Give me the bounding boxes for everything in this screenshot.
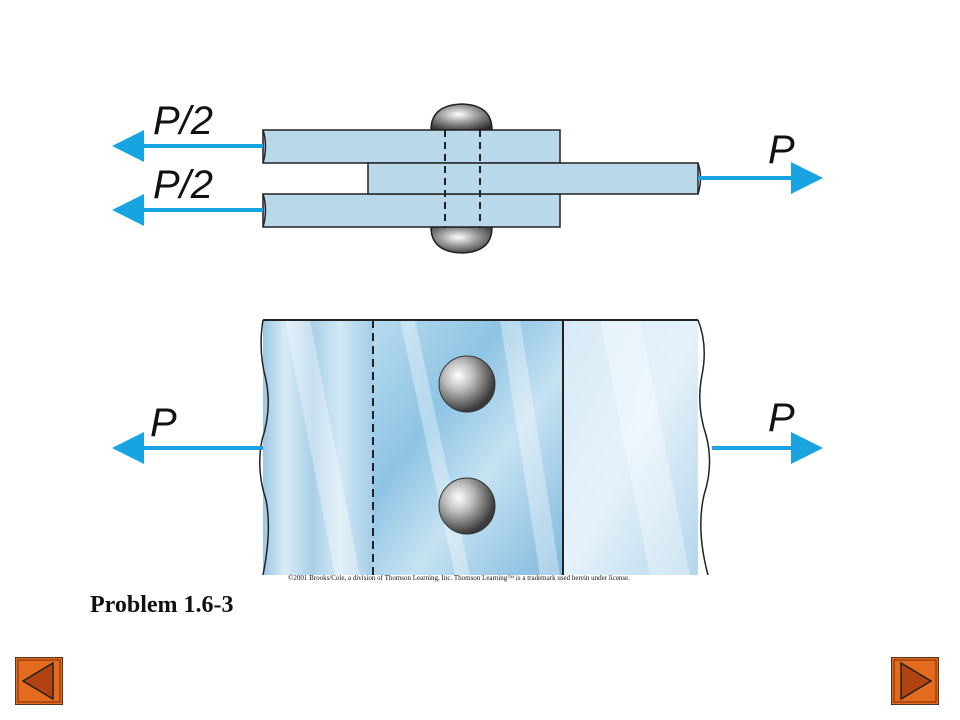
lower-outer-plate xyxy=(262,193,561,228)
label-top-left-upper: P/2 xyxy=(153,99,213,143)
label-top-right: P xyxy=(768,128,795,172)
plate-right-region xyxy=(563,320,698,575)
plate-left-region xyxy=(263,320,373,575)
side-view: P/2 P/2 P xyxy=(112,99,823,254)
plate-left-break xyxy=(259,319,270,576)
next-slide-button[interactable] xyxy=(890,656,940,706)
bolt-head-top xyxy=(430,103,493,131)
label-bottom-right: P xyxy=(768,396,795,440)
label-bottom-left: P xyxy=(150,401,177,445)
plate-right-break xyxy=(697,319,711,576)
triangle-right-icon xyxy=(890,656,940,706)
top-view: P P ©2001 Brooks/Cole, a division of Tho… xyxy=(112,319,823,582)
previous-slide-button[interactable] xyxy=(14,656,64,706)
bolt-head-bottom xyxy=(430,226,493,254)
bolt-lower xyxy=(438,477,496,535)
bolt-upper xyxy=(438,355,496,413)
upper-outer-plate xyxy=(262,129,561,164)
copyright-notice: ©2001 Brooks/Cole, a division of Thomson… xyxy=(288,574,630,582)
label-top-left-lower: P/2 xyxy=(153,163,213,207)
middle-plate xyxy=(367,162,699,195)
triangle-left-icon xyxy=(14,656,64,706)
problem-title: Problem 1.6-3 xyxy=(90,592,234,618)
